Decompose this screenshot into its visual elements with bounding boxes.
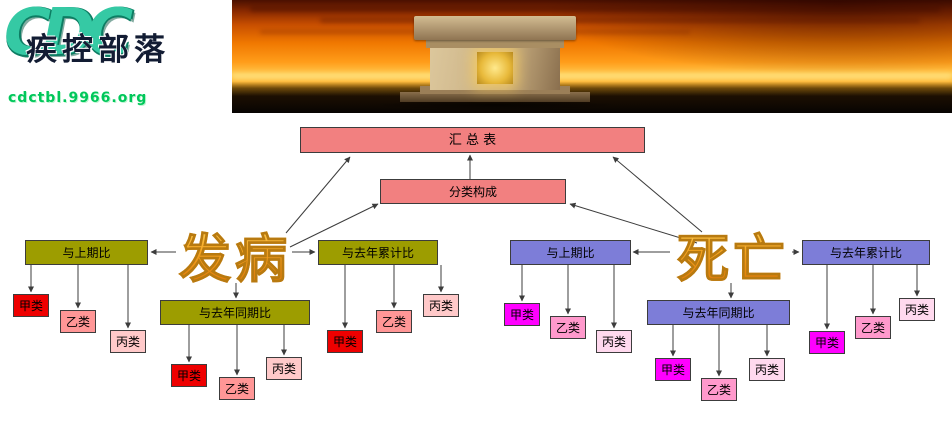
monument-top-slab <box>414 16 576 40</box>
node-incidence-same-class-a: 甲类 <box>171 364 207 387</box>
node-death-cum-class-b: 乙类 <box>855 316 891 339</box>
node-incidence-vs-last-year-cumulative: 与去年累计比 <box>318 240 438 265</box>
site-url-text: cdctbl.9966.org <box>8 90 148 106</box>
node-death-same-class-b: 乙类 <box>701 378 737 401</box>
site-title: 疾控部落 <box>26 32 170 68</box>
monument-gold-plaque <box>477 52 513 84</box>
monument-base <box>400 92 590 102</box>
node-death-prev-class-c: 丙类 <box>596 330 632 353</box>
monument-step <box>420 86 570 94</box>
node-death-same-class-a: 甲类 <box>655 358 691 381</box>
cloud-streak <box>250 6 940 12</box>
node-death-prev-class-a: 甲类 <box>504 303 540 326</box>
node-death-cum-class-a: 甲类 <box>809 331 845 354</box>
cloud-streak <box>320 18 920 23</box>
node-incidence-cum-class-b: 乙类 <box>376 310 412 333</box>
node-death-same-class-c: 丙类 <box>749 358 785 381</box>
node-death-vs-last-year-cumulative: 与去年累计比 <box>802 240 930 265</box>
site-logo-panel: CDC 疾控部落 cdctbl.9966.org <box>0 0 232 113</box>
site-banner: CDC 疾控部落 cdctbl.9966.org <box>0 0 952 113</box>
node-incidence-same-class-b: 乙类 <box>219 377 255 400</box>
flowchart: 汇 总 表 分类构成 发病 死亡 与上期比 与去年同期比 与去年累计比 甲类 乙… <box>0 113 952 437</box>
node-incidence-same-class-c: 丙类 <box>266 357 302 380</box>
title-incidence: 发病 <box>170 217 300 292</box>
node-death-vs-prev-period: 与上期比 <box>510 240 631 265</box>
node-incidence-prev-class-b: 乙类 <box>60 310 96 333</box>
node-incidence-cum-class-c: 丙类 <box>423 294 459 317</box>
monument-cornice <box>426 40 564 48</box>
node-incidence-prev-class-a: 甲类 <box>13 294 49 317</box>
node-incidence-prev-class-c: 丙类 <box>110 330 146 353</box>
node-classification-composition: 分类构成 <box>380 179 566 204</box>
node-incidence-vs-same-period-last-year: 与去年同期比 <box>160 300 310 325</box>
horizon-glow <box>232 74 952 79</box>
node-incidence-vs-prev-period: 与上期比 <box>25 240 148 265</box>
cdc-logo-letters: CDC <box>4 0 133 70</box>
node-incidence-cum-class-a: 甲类 <box>327 330 363 353</box>
node-summary-table: 汇 总 表 <box>300 127 645 153</box>
node-death-cum-class-c: 丙类 <box>899 298 935 321</box>
monument-ground-shadow <box>370 100 620 110</box>
title-death: 死亡 <box>668 217 798 292</box>
node-death-vs-same-period-last-year: 与去年同期比 <box>647 300 790 325</box>
connector-arrows <box>28 154 920 377</box>
node-death-prev-class-b: 乙类 <box>550 316 586 339</box>
